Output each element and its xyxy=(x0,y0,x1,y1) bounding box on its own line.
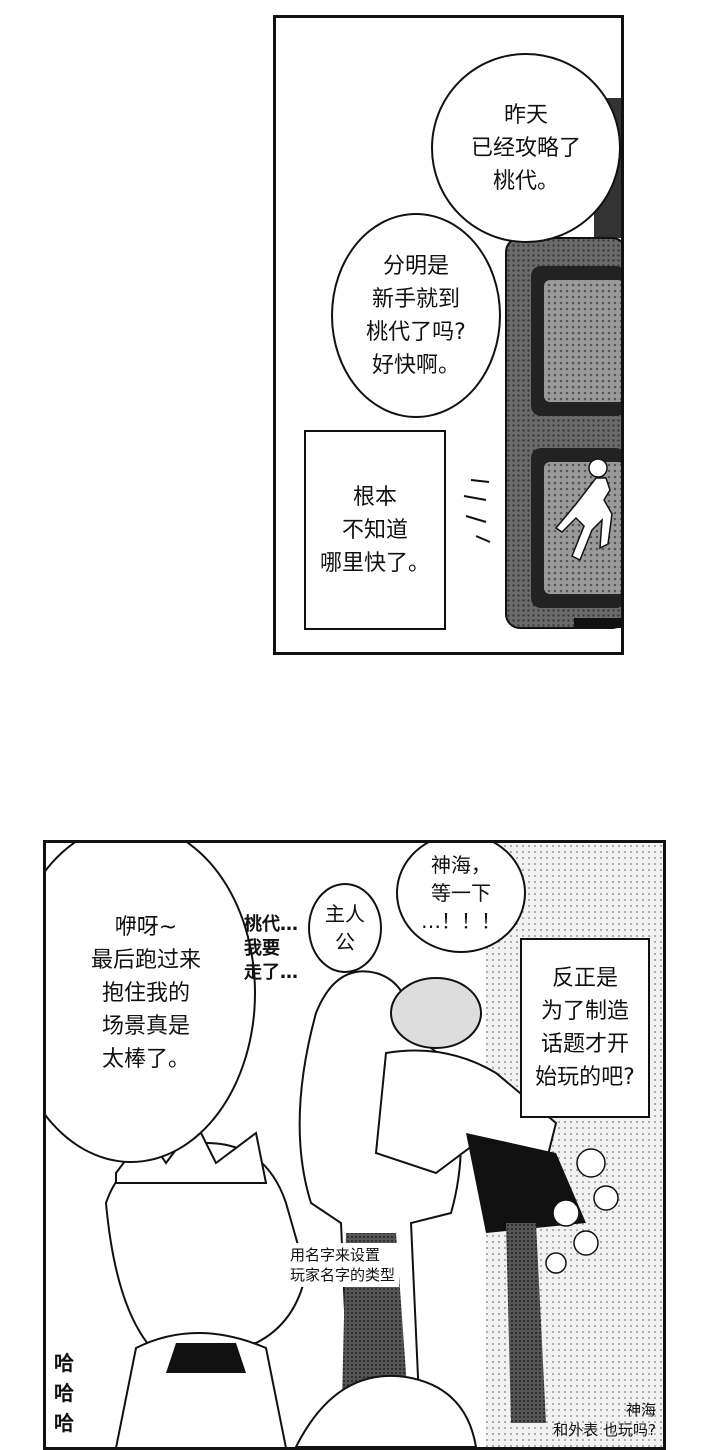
speech-text: 昨天 已经攻略了 桃代。 xyxy=(470,102,581,194)
caption-bottom: 神海 和外表 也玩吗? xyxy=(553,1401,656,1439)
murmur-momoyo: 桃代… 我要 走了… xyxy=(244,914,298,983)
panel-top: 昨天 已经攻略了 桃代。 分明是 新手就到 桃代了吗? 好快啊。 根本 不知道 … xyxy=(273,15,624,655)
speech-text: 神海， 等一下 …！！！ xyxy=(421,853,501,933)
panel-bottom: 咿呀~ 最后跑过来 抱住我的 场景真是 太棒了。 桃代… 我要 走了… 主人 公… xyxy=(43,840,666,1450)
speech-bubble-yesterday: 昨天 已经攻略了 桃代。 xyxy=(431,53,621,243)
narration-text: 反正是 为了制造 话题才开 始玩的吧? xyxy=(535,966,635,1090)
speech-bubble-kamiumi: 神海， 等一下 …！！！ xyxy=(396,843,526,953)
narration-box-dontknow: 根本 不知道 哪里快了。 xyxy=(304,430,446,630)
speech-text: 主人 公 xyxy=(325,902,365,954)
narration-text: 根本 不知道 哪里快了。 xyxy=(319,484,430,576)
speech-text: 咿呀~ 最后跑过来 抱住我的 场景真是 太棒了。 xyxy=(90,914,201,1072)
caption-name-setting: 用名字来设置 玩家名字的类型 xyxy=(286,1243,400,1287)
speech-text: 分明是 新手就到 桃代了吗? 好快啊。 xyxy=(366,253,466,378)
laugh-sfx: 哈 哈 哈 xyxy=(54,1351,74,1435)
speech-bubble-protagonist: 主人 公 xyxy=(308,883,382,973)
traffic-light-illustration xyxy=(463,98,621,629)
speech-bubble-newbie: 分明是 新手就到 桃代了吗? 好快啊。 xyxy=(331,213,501,418)
speech-bubble-scene: 咿呀~ 最后跑过来 抱住我的 场景真是 太棒了。 xyxy=(46,843,256,1163)
narration-box-topic: 反正是 为了制造 话题才开 始玩的吧? xyxy=(520,938,650,1118)
